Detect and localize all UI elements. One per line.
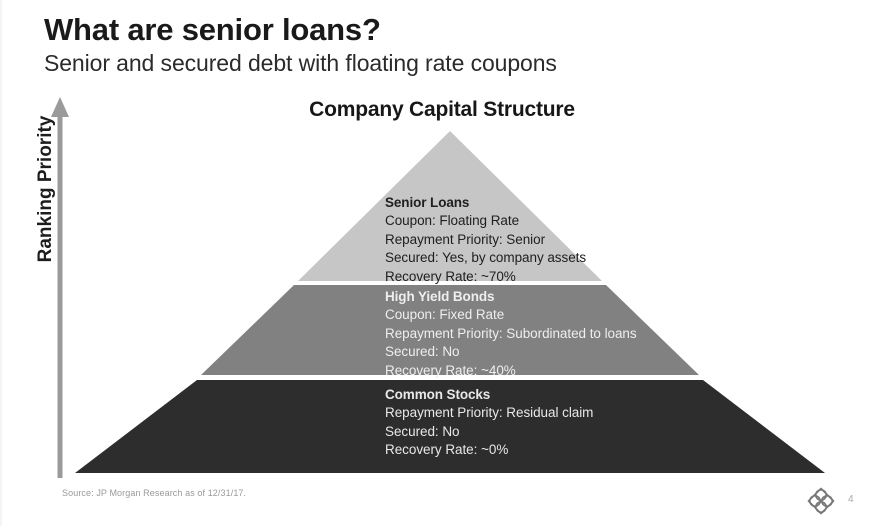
band-line-senior-recovery-rate: Recovery Rate: ~70% [385,268,516,284]
band-line-hyb-coupon: Coupon: Fixed Rate [385,307,505,323]
band-line-common-recovery-rate: Recovery Rate: ~0% [385,442,509,458]
band-line-hyb-secured: Secured: No [385,344,460,360]
band-line-senior-repayment-priority: Repayment Priority: Senior [385,231,546,247]
band-text-common-stocks: Common Stocks Repayment Priority: Residu… [385,386,593,460]
page-subtitle: Senior and secured debt with floating ra… [44,50,557,76]
up-arrow-icon [51,97,69,478]
axis-label-ranking-priority: Ranking Priority [35,115,56,263]
page-title: What are senior loans? [44,12,381,47]
ranking-priority-axis [44,96,76,478]
band-heading-senior-loans: Senior Loans [385,195,470,210]
page-number: 4 [848,494,854,505]
source-note: Source: JP Morgan Research as of 12/31/1… [62,488,247,498]
chart-title: Company Capital Structure [309,98,575,121]
band-line-senior-coupon: Coupon: Floating Rate [385,213,520,229]
band-line-senior-secured: Secured: Yes, by company assets [385,250,587,266]
band-heading-high-yield-bonds: High Yield Bonds [385,289,495,304]
band-text-senior-loans: Senior Loans Coupon: Floating Rate Repay… [385,194,586,286]
band-line-hyb-repayment-priority: Repayment Priority: Subordinated to loan… [385,325,637,341]
band-text-high-yield-bonds: High Yield Bonds Coupon: Fixed Rate Repa… [385,288,637,380]
band-heading-common-stocks: Common Stocks [385,387,491,402]
band-line-common-repayment-priority: Repayment Priority: Residual claim [385,405,594,421]
jpmorgan-octagon-logo [806,486,836,516]
band-line-hyb-recovery-rate: Recovery Rate: ~40% [385,362,516,378]
band-line-common-secured: Secured: No [385,423,460,439]
